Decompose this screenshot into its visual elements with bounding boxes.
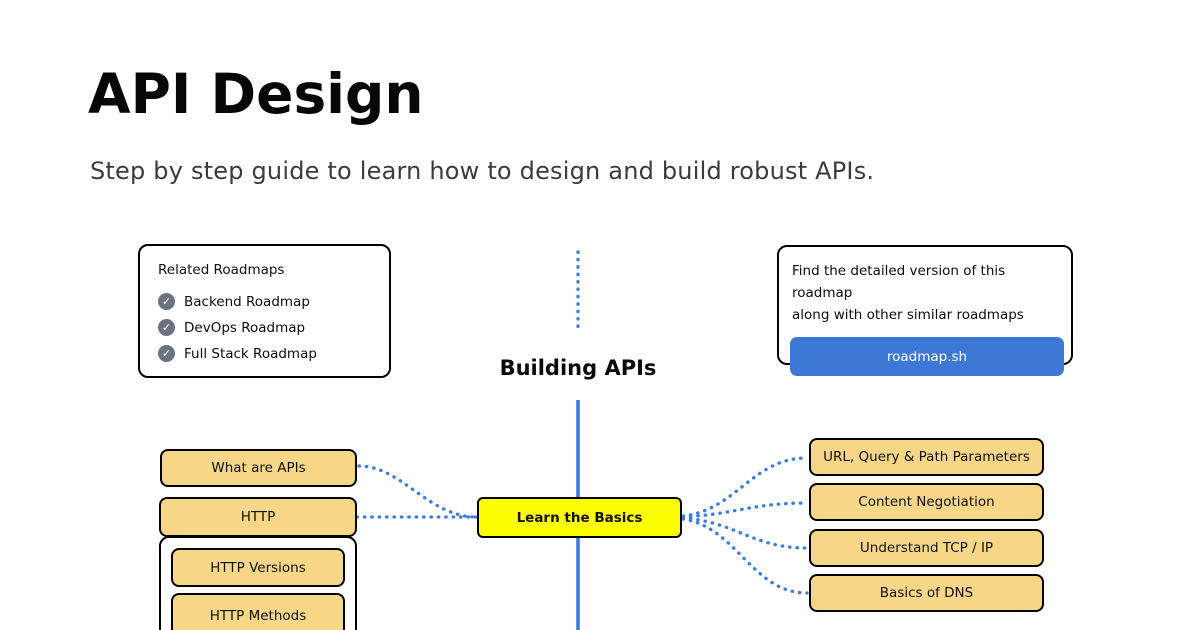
connector-waa-center [357,464,479,519]
connector-center-r2 [681,501,809,519]
page-subtitle: Step by step guide to learn how to desig… [90,157,875,185]
connector-center-r3 [681,516,809,550]
related-item-devops[interactable]: ✓ DevOps Roadmap [158,319,371,336]
node-understand-tcp-ip[interactable]: Understand TCP / IP [809,529,1044,567]
related-item-backend[interactable]: ✓ Backend Roadmap [158,293,371,310]
node-learn-the-basics[interactable]: Learn the Basics [477,497,682,538]
cta-text-line1: Find the detailed version of this roadma… [792,263,1006,301]
node-url-query-path-parameters[interactable]: URL, Query & Path Parameters [809,438,1044,476]
related-roadmaps-list: ✓ Backend Roadmap ✓ DevOps Roadmap ✓ Ful… [158,293,371,362]
node-http-versions[interactable]: HTTP Versions [171,548,345,587]
cta-text-line2: along with other similar roadmaps [792,307,1024,323]
check-circle-icon: ✓ [158,293,175,310]
node-http[interactable]: HTTP [159,497,357,537]
cta-panel: Find the detailed version of this roadma… [777,245,1073,376]
related-item-fullstack[interactable]: ✓ Full Stack Roadmap [158,345,371,362]
related-roadmaps-title: Related Roadmaps [158,262,285,278]
related-item-label: Full Stack Roadmap [184,345,317,362]
roadmap-sh-button[interactable]: roadmap.sh [790,337,1064,376]
connector-center-r4 [681,517,809,595]
related-item-label: DevOps Roadmap [184,319,306,336]
check-circle-icon: ✓ [158,319,175,336]
connector-center-r1 [681,456,809,518]
page-title: API Design [88,62,424,126]
section-title: Building APIs [499,356,657,380]
node-content-negotiation[interactable]: Content Negotiation [809,483,1044,521]
node-http-methods[interactable]: HTTP Methods [171,593,345,630]
check-circle-icon: ✓ [158,345,175,362]
related-roadmaps-panel: Related Roadmaps ✓ Backend Roadmap ✓ Dev… [138,244,391,378]
node-basics-of-dns[interactable]: Basics of DNS [809,574,1044,612]
node-what-are-apis[interactable]: What are APIs [160,449,357,487]
related-item-label: Backend Roadmap [184,293,310,310]
